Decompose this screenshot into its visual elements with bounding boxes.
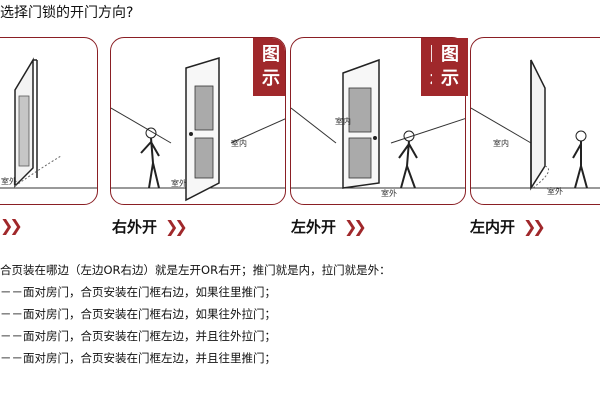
chevron-right-icon: ❯❯ (165, 217, 188, 236)
caption-4: 左内开❯❯ (470, 217, 546, 236)
diagram-panel-4: 室内 室外 (470, 37, 600, 205)
outdoor-label: 室外 (1, 177, 17, 186)
indoor-label: 室内 (335, 117, 351, 126)
caption-2: 右外开❯❯ (112, 217, 188, 236)
door-illustration-1 (0, 57, 97, 189)
page-title: 选择门锁的开门方向? (0, 5, 134, 21)
badge-icon: 图示 (432, 38, 468, 96)
chevron-right-icon: ❯❯ (344, 217, 367, 236)
indoor-label: 室内 (231, 139, 247, 148)
outdoor-label: 室外 (381, 189, 397, 198)
indoor-label: 室内 (493, 139, 509, 148)
rule-line-1: 合页装在哪边（左边OR右边）就是左开OR右开；推门就是内，拉门就是外： (0, 263, 391, 277)
rule-line-4: －－面对房门，合页安装在门框左边，并且往外拉门； (0, 329, 276, 343)
door-illustration-3 (291, 58, 465, 189)
rule-line-5: －－面对房门，合页安装在门框左边，并且往里推门； (0, 351, 276, 365)
caption-3: 左外开❯❯ (291, 217, 367, 236)
badge-icon: 图示 (253, 38, 285, 96)
chevron-right-icon: ❯❯ (523, 217, 546, 236)
rule-line-3: －－面对房门，合页安装在门框右边，如果往外拉门； (0, 307, 276, 321)
rule-line-2: －－面对房门，合页安装在门框右边，如果往里推门； (0, 285, 276, 299)
door-illustration-4 (471, 59, 600, 191)
outdoor-label: 室外 (171, 179, 187, 188)
door-illustration-2 (111, 56, 285, 202)
diagram-panel-1: 室外 (0, 37, 98, 205)
chevron-right-icon: ❯❯ (0, 216, 23, 235)
outdoor-label: 室外 (547, 187, 563, 196)
diagram-panel-2: 图示 室内 室外 (110, 37, 286, 205)
caption-1: ❯❯ (0, 216, 23, 235)
